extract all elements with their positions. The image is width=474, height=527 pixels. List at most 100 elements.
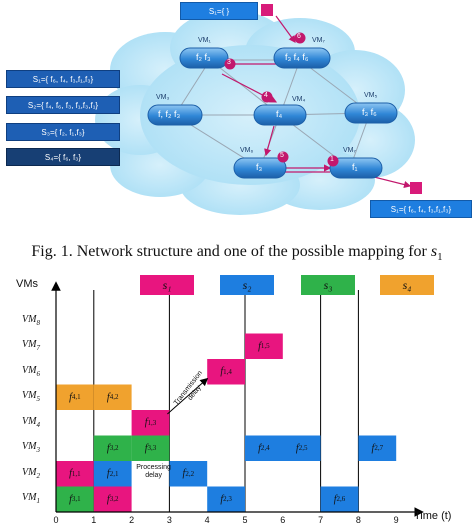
x-tick-label: 1	[91, 515, 97, 525]
x-tick-label: 3	[166, 515, 172, 525]
task-bar	[207, 486, 245, 512]
x-tick-label: 7	[318, 515, 324, 525]
service-path-arrows	[221, 15, 412, 189]
vm-node	[233, 157, 287, 179]
vm-node-funcs: f₃ f₆	[362, 107, 377, 117]
vm-node-label: VM₆	[240, 147, 254, 154]
vm-node-label: VM₅	[364, 92, 378, 99]
task-bar	[93, 435, 132, 461]
task-bar	[56, 384, 94, 410]
y-row-label: VM4	[22, 415, 40, 429]
task-bar	[245, 435, 321, 461]
y-row-label: VM1	[22, 492, 40, 506]
legend-s2: s₂	[220, 275, 274, 295]
x-tick-label: 5	[242, 515, 248, 525]
s1-final-box: S₁={ f₆, f₄, f₃,f₁,f₃}	[370, 200, 472, 218]
vm-node-funcs: f₄	[276, 109, 283, 119]
vm-node-label: VM₇	[343, 147, 356, 154]
task-bar	[56, 486, 94, 512]
task-bar	[56, 461, 94, 487]
vm-node	[147, 104, 203, 126]
y-axis-label: VMs	[16, 278, 38, 290]
step-number: 3	[227, 59, 231, 66]
caption-prefix: Fig. 1.	[31, 243, 73, 260]
step-number: 5	[280, 152, 284, 159]
source-node-icon	[261, 4, 273, 16]
network-diagram	[95, 4, 422, 215]
y-row-label: VM3	[22, 441, 40, 455]
vm-node-label: VM₄	[292, 96, 306, 103]
vm-node-funcs: f₁	[352, 162, 358, 172]
task-bar	[169, 461, 208, 487]
gantt-svg	[51, 281, 424, 517]
task-bar	[93, 461, 132, 487]
vm-node-label: VM₁	[198, 37, 211, 44]
x-tick-label: 6	[280, 515, 286, 525]
x-tick-label: 8	[355, 515, 361, 525]
vm-node	[179, 47, 229, 69]
task-bar	[358, 435, 397, 461]
task-bar	[245, 333, 283, 359]
service-box-s4: S₄={ f₆, f₃}	[6, 148, 120, 166]
service-box-s1: S₁={ f₆, f₄, f₃,f₁,f₃}	[6, 70, 120, 88]
transmission-delay-arrow	[167, 377, 209, 415]
x-tick-label: 2	[129, 515, 135, 525]
task-bar	[207, 359, 245, 385]
vm-node	[344, 102, 398, 124]
legend-s1: s₁	[140, 275, 194, 295]
step-markers	[224, 32, 339, 167]
vm-node-funcs: f₃ f₄ f₆	[285, 52, 309, 62]
task-bar	[131, 410, 170, 436]
figure-caption: Fig. 1. Network structure and one of the…	[0, 243, 474, 263]
x-tick-label: 9	[393, 515, 399, 525]
step-number: 4	[264, 92, 268, 99]
legend-s4: s₄	[380, 275, 434, 295]
s1-initial-box: S₁={ }	[180, 2, 258, 20]
vm-node-label: VM₃	[156, 94, 170, 101]
vm-node-label: VM₇	[312, 37, 325, 44]
step-number: 6	[297, 33, 301, 40]
y-row-label: VM2	[22, 466, 40, 480]
x-tick-label: 0	[53, 515, 59, 525]
caption-text: Network structure and one of the possibl…	[76, 243, 427, 260]
service-box-s3: S₃={ f₂, f₁,f₃}	[6, 123, 120, 141]
vm-node-funcs: f, f₂ f₃	[158, 109, 181, 119]
task-bar	[93, 384, 132, 410]
legend-s3: s₃	[301, 275, 355, 295]
processing-delay-label: Processing delay	[136, 464, 171, 479]
task-bar	[131, 435, 170, 461]
x-axis-label: Time (t)	[414, 510, 452, 522]
vm-node	[329, 157, 383, 179]
caption-math-sub: 1	[437, 251, 443, 264]
caption-math: s	[430, 243, 438, 260]
task-bar	[320, 486, 359, 512]
step-number: 1	[330, 156, 334, 163]
y-row-label: VM5	[22, 390, 40, 404]
y-row-label: VM7	[22, 339, 40, 353]
service-box-s2: S₂={ f₄, f₆, f₃, f₁,f₃,f₁}	[6, 96, 120, 114]
y-row-label: VM8	[22, 313, 40, 327]
sink-node-icon	[410, 182, 422, 194]
task-bar	[93, 486, 132, 512]
vm-node-funcs: f₃	[256, 162, 263, 172]
x-tick-label: 4	[204, 515, 210, 525]
vm-node	[273, 47, 331, 69]
